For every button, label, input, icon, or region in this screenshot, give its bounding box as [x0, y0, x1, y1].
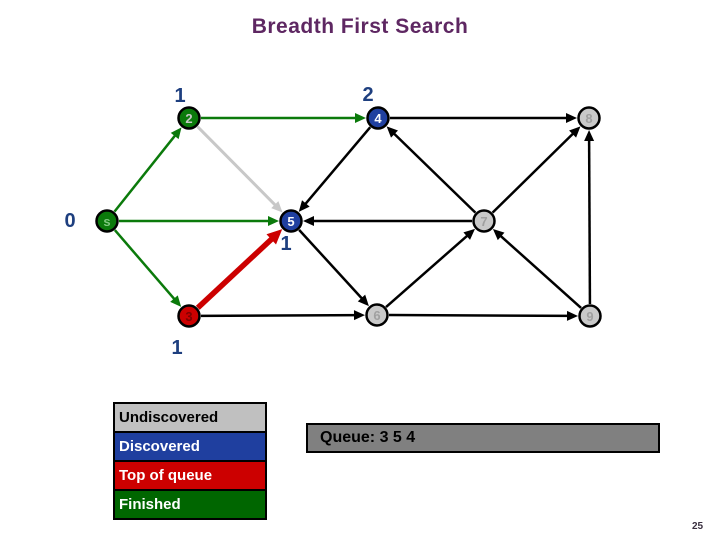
edge-6-7 — [385, 232, 471, 309]
edge-s-2 — [113, 131, 179, 213]
graph-node-label-7: 7 — [480, 214, 487, 229]
distance-label-0: 0 — [64, 210, 75, 232]
arrowhead-6-7 — [463, 228, 475, 240]
graph-node-7 — [472, 209, 496, 233]
edge-9-8 — [587, 136, 592, 305]
queue-box: Queue: 3 5 4 — [306, 423, 660, 453]
arrowhead-3-6 — [353, 310, 366, 321]
arrowhead-s-3 — [170, 295, 182, 307]
graph-node-8 — [577, 106, 601, 130]
edge-3-5 — [195, 233, 278, 310]
edge-2-5 — [196, 125, 279, 209]
graph-node-2 — [177, 106, 201, 130]
arrowhead-9-8 — [584, 129, 595, 142]
edge-7-8 — [491, 130, 577, 214]
graph-node-label-9: 9 — [586, 309, 593, 324]
legend-item-undiscovered: Undiscovered — [115, 404, 265, 433]
arrowhead-3-5 — [266, 229, 283, 245]
legend-item-discovered: Discovered — [115, 433, 265, 462]
arrowhead-7-8 — [569, 126, 581, 138]
arrowhead-4-5 — [298, 200, 310, 212]
graph-node-label-3: 3 — [185, 309, 192, 324]
page-number: 25 — [692, 521, 704, 532]
arrowhead-5-6 — [357, 294, 369, 307]
arrowhead-9-7 — [492, 229, 505, 241]
legend-item-top-of-queue: Top of queue — [115, 462, 265, 491]
edge-4-5 — [302, 126, 372, 208]
graph-node-4 — [366, 106, 390, 130]
edge-6-9 — [388, 313, 572, 318]
graph-node-s — [95, 209, 119, 233]
graph-node-6 — [365, 303, 389, 327]
edge-3-6 — [200, 313, 359, 318]
arrowhead-4-8 — [566, 113, 577, 123]
distance-label-2: 2 — [362, 84, 373, 106]
arrowhead-s-2 — [170, 127, 182, 140]
distance-label-1: 1 — [174, 85, 185, 107]
arrowhead-7-4 — [386, 126, 398, 138]
legend-item-finished: Finished — [115, 491, 265, 518]
graph-node-label-8: 8 — [585, 111, 592, 126]
distance-label-4: 1 — [171, 337, 182, 359]
graph-node-label-2: 2 — [185, 111, 192, 126]
arrowhead-2-4 — [355, 113, 366, 123]
slide-title: Breadth First Search — [251, 15, 469, 38]
arrowhead-7-5 — [303, 216, 314, 226]
edge-s-3 — [113, 229, 178, 303]
edge-7-4 — [390, 130, 477, 214]
distance-label-3: 1 — [280, 233, 291, 255]
edge-5-6 — [298, 229, 366, 303]
queue-text: Queue: 3 5 4 — [320, 429, 416, 446]
graph-node-9 — [578, 304, 602, 328]
graph-node-label-5: 5 — [287, 214, 294, 229]
graph-node-label-6: 6 — [373, 308, 380, 323]
graph-node-label-4: 4 — [374, 111, 382, 126]
graph-node-5 — [279, 209, 303, 233]
arrowhead-2-5 — [271, 201, 283, 213]
arrowhead-6-9 — [566, 310, 579, 321]
arrowhead-s-5 — [268, 216, 279, 226]
graph-node-label-s: s — [103, 214, 110, 229]
graph-node-3 — [177, 304, 201, 328]
edge-9-7 — [497, 232, 582, 309]
